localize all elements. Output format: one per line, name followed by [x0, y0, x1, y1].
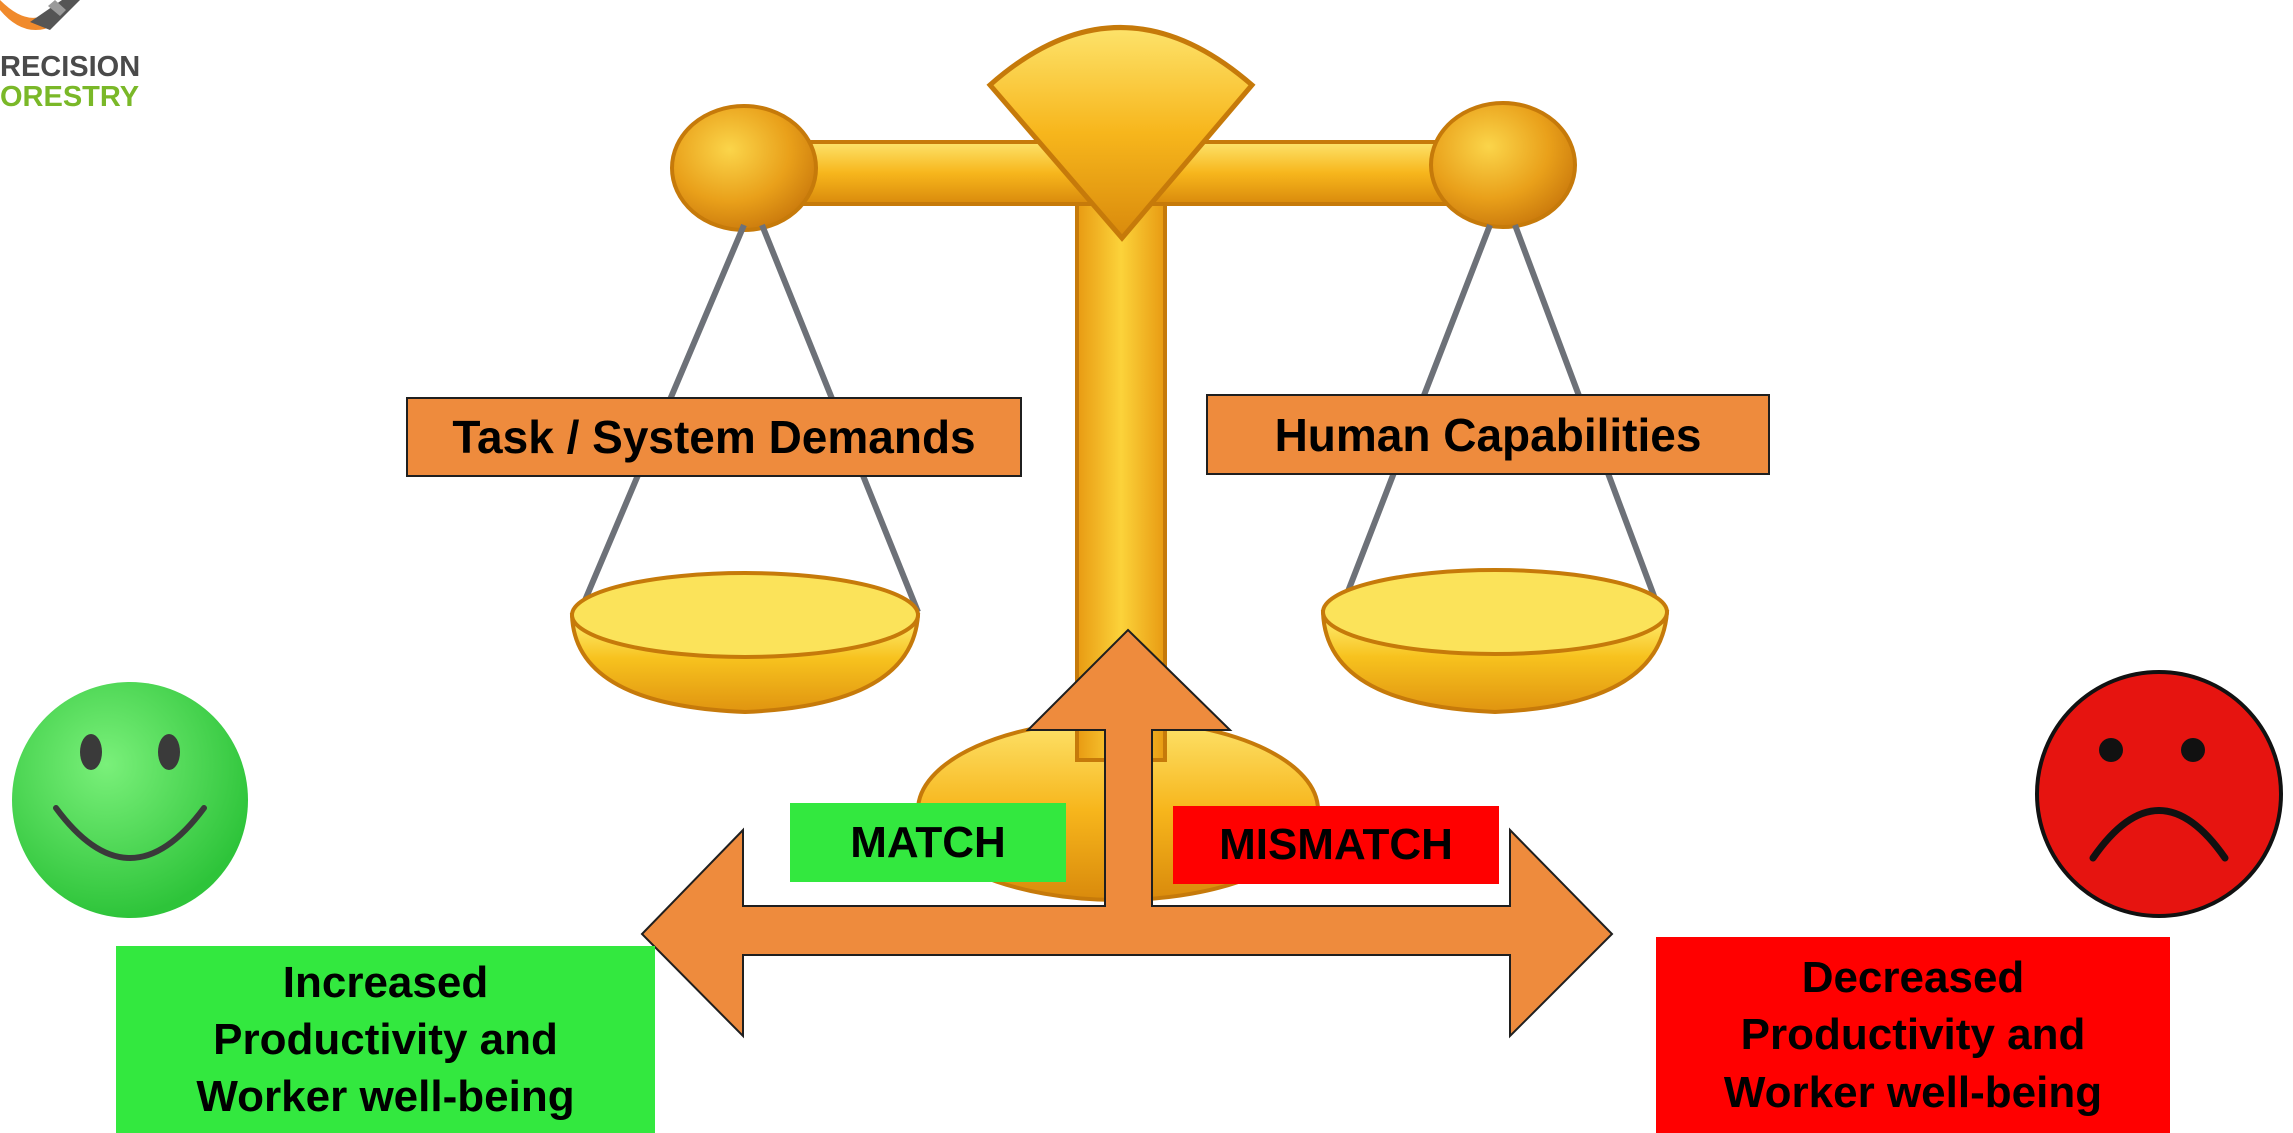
logo-icon — [0, 0, 80, 30]
increased-productivity-box: Increased Productivity and Worker well-b… — [116, 946, 655, 1133]
task-system-demands-label: Task / System Demands — [406, 397, 1022, 477]
logo-wordmark: RECISION ORESTRY — [0, 52, 140, 113]
logo-line-2: ORESTRY — [0, 81, 140, 114]
mismatch-label: MISMATCH — [1173, 806, 1499, 884]
logo-line-1: RECISION — [0, 51, 141, 83]
decreased-productivity-box: Decreased Productivity and Worker well-b… — [1656, 937, 2170, 1133]
smiley-face-icon — [12, 682, 248, 918]
sad-face-icon — [2035, 670, 2283, 918]
human-capabilities-label: Human Capabilities — [1206, 394, 1770, 475]
match-label: MATCH — [790, 803, 1066, 882]
